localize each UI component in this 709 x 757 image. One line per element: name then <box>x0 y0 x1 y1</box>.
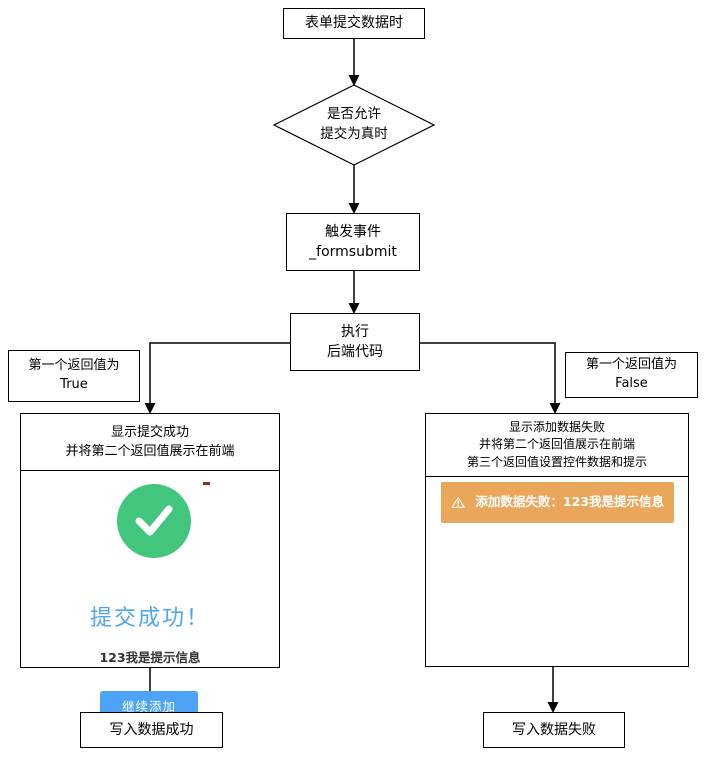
cursor-artifact <box>203 482 210 485</box>
panel-add-data-fail-body: 添加数据失败：123我是提示信息 <box>426 477 688 666</box>
arrowhead-start-decision <box>348 75 360 86</box>
node-decision-allow-submit: 是否允许 提交为真时 <box>320 106 388 142</box>
check-icon-glyph <box>135 505 173 536</box>
node-trigger-formsubmit: 触发事件 _formsubmit <box>286 213 420 271</box>
arrowhead-decision-trigger <box>348 203 360 214</box>
success-message: 123我是提示信息 <box>99 650 201 665</box>
panel-add-data-fail: 显示添加数据失败 并将第二个返回值展示在前端 第三个返回值设置控件数据和提示 添… <box>425 413 689 667</box>
node-write-fail: 写入数据失败 <box>483 712 625 748</box>
connector-true-branch <box>149 342 290 404</box>
connector-false-branch <box>420 342 556 404</box>
warning-icon <box>451 497 465 508</box>
fail-banner: 添加数据失败：123我是提示信息 <box>441 482 674 523</box>
node-execute-backend: 执行 后端代码 <box>290 313 420 371</box>
label-first-return-true: 第一个返回值为 True <box>8 350 140 402</box>
success-title: 提交成功！ <box>89 606 210 631</box>
panel-submit-success: 显示提交成功 并将第二个返回值展示在前端 提交成功！ 123我是提示信息 继续添… <box>20 413 280 720</box>
panel-submit-success-body: 提交成功！ 123我是提示信息 继续添加 <box>21 471 279 720</box>
arrowhead-true-branch <box>144 403 156 414</box>
arrowhead-trigger-execute <box>348 303 360 314</box>
arrowhead-false-branch <box>549 403 561 414</box>
node-form-submit: 表单提交数据时 <box>283 8 425 39</box>
label-first-return-false: 第一个返回值为 False <box>565 352 698 398</box>
panel-add-data-fail-header: 显示添加数据失败 并将第二个返回值展示在前端 第三个返回值设置控件数据和提示 <box>426 414 688 477</box>
check-icon <box>117 484 191 558</box>
panel-submit-success-header: 显示提交成功 并将第二个返回值展示在前端 <box>21 414 279 471</box>
fail-banner-text: 添加数据失败：123我是提示信息 <box>475 494 664 510</box>
arrowhead-fail-end <box>547 702 559 713</box>
node-write-success: 写入数据成功 <box>80 712 223 748</box>
